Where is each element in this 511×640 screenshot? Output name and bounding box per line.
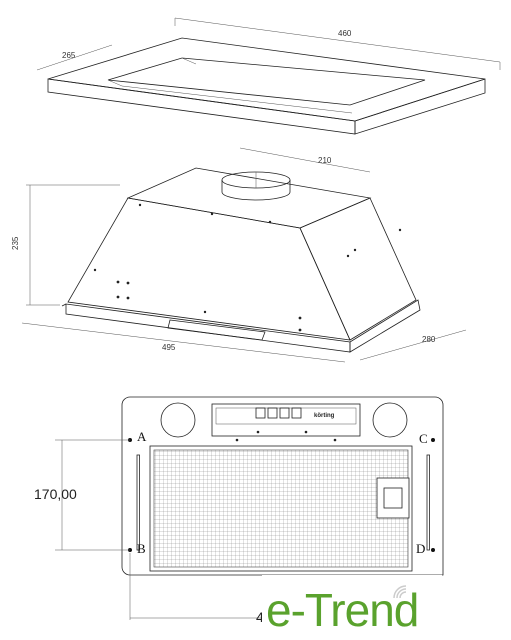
left-opening xyxy=(160,402,196,438)
hood-height-label: 235 xyxy=(11,236,20,250)
hood-dimension-lines xyxy=(21,147,467,363)
control-button xyxy=(279,407,290,419)
control-button xyxy=(255,407,266,419)
wifi-signal-icon xyxy=(393,585,407,599)
watermark: e-Trend xyxy=(262,575,442,637)
fixing-point-a-label: A xyxy=(137,429,147,444)
hood-underside xyxy=(121,396,444,576)
hood-depth-label: 280 xyxy=(422,335,436,344)
fixing-vertical-label: 170,00 xyxy=(34,486,77,502)
exhaust-collar xyxy=(221,171,291,201)
frame-depth-label: 265 xyxy=(62,51,76,60)
frame-dimension-lines xyxy=(36,17,501,71)
hood-body xyxy=(61,167,421,353)
mounting-frame xyxy=(47,37,486,135)
fixing-point-b-label: B xyxy=(137,541,146,556)
right-opening xyxy=(372,402,408,438)
fixing-horizontal-label: 4 xyxy=(256,609,264,625)
watermark-brand: e-Trend xyxy=(266,584,418,636)
hood-width-label: 495 xyxy=(162,343,176,352)
control-button xyxy=(291,407,302,419)
grease-filter xyxy=(149,445,413,572)
fixing-point-c-label: C xyxy=(419,431,428,446)
fixing-point-d-label: D xyxy=(416,541,425,556)
control-button xyxy=(267,407,278,419)
frame-width-label: 460 xyxy=(338,29,352,38)
control-panel: körting xyxy=(211,403,361,442)
fixing-dimension-lines xyxy=(55,439,270,620)
control-panel-brand: körting xyxy=(314,413,335,419)
collar-width-label: 210 xyxy=(318,156,332,165)
